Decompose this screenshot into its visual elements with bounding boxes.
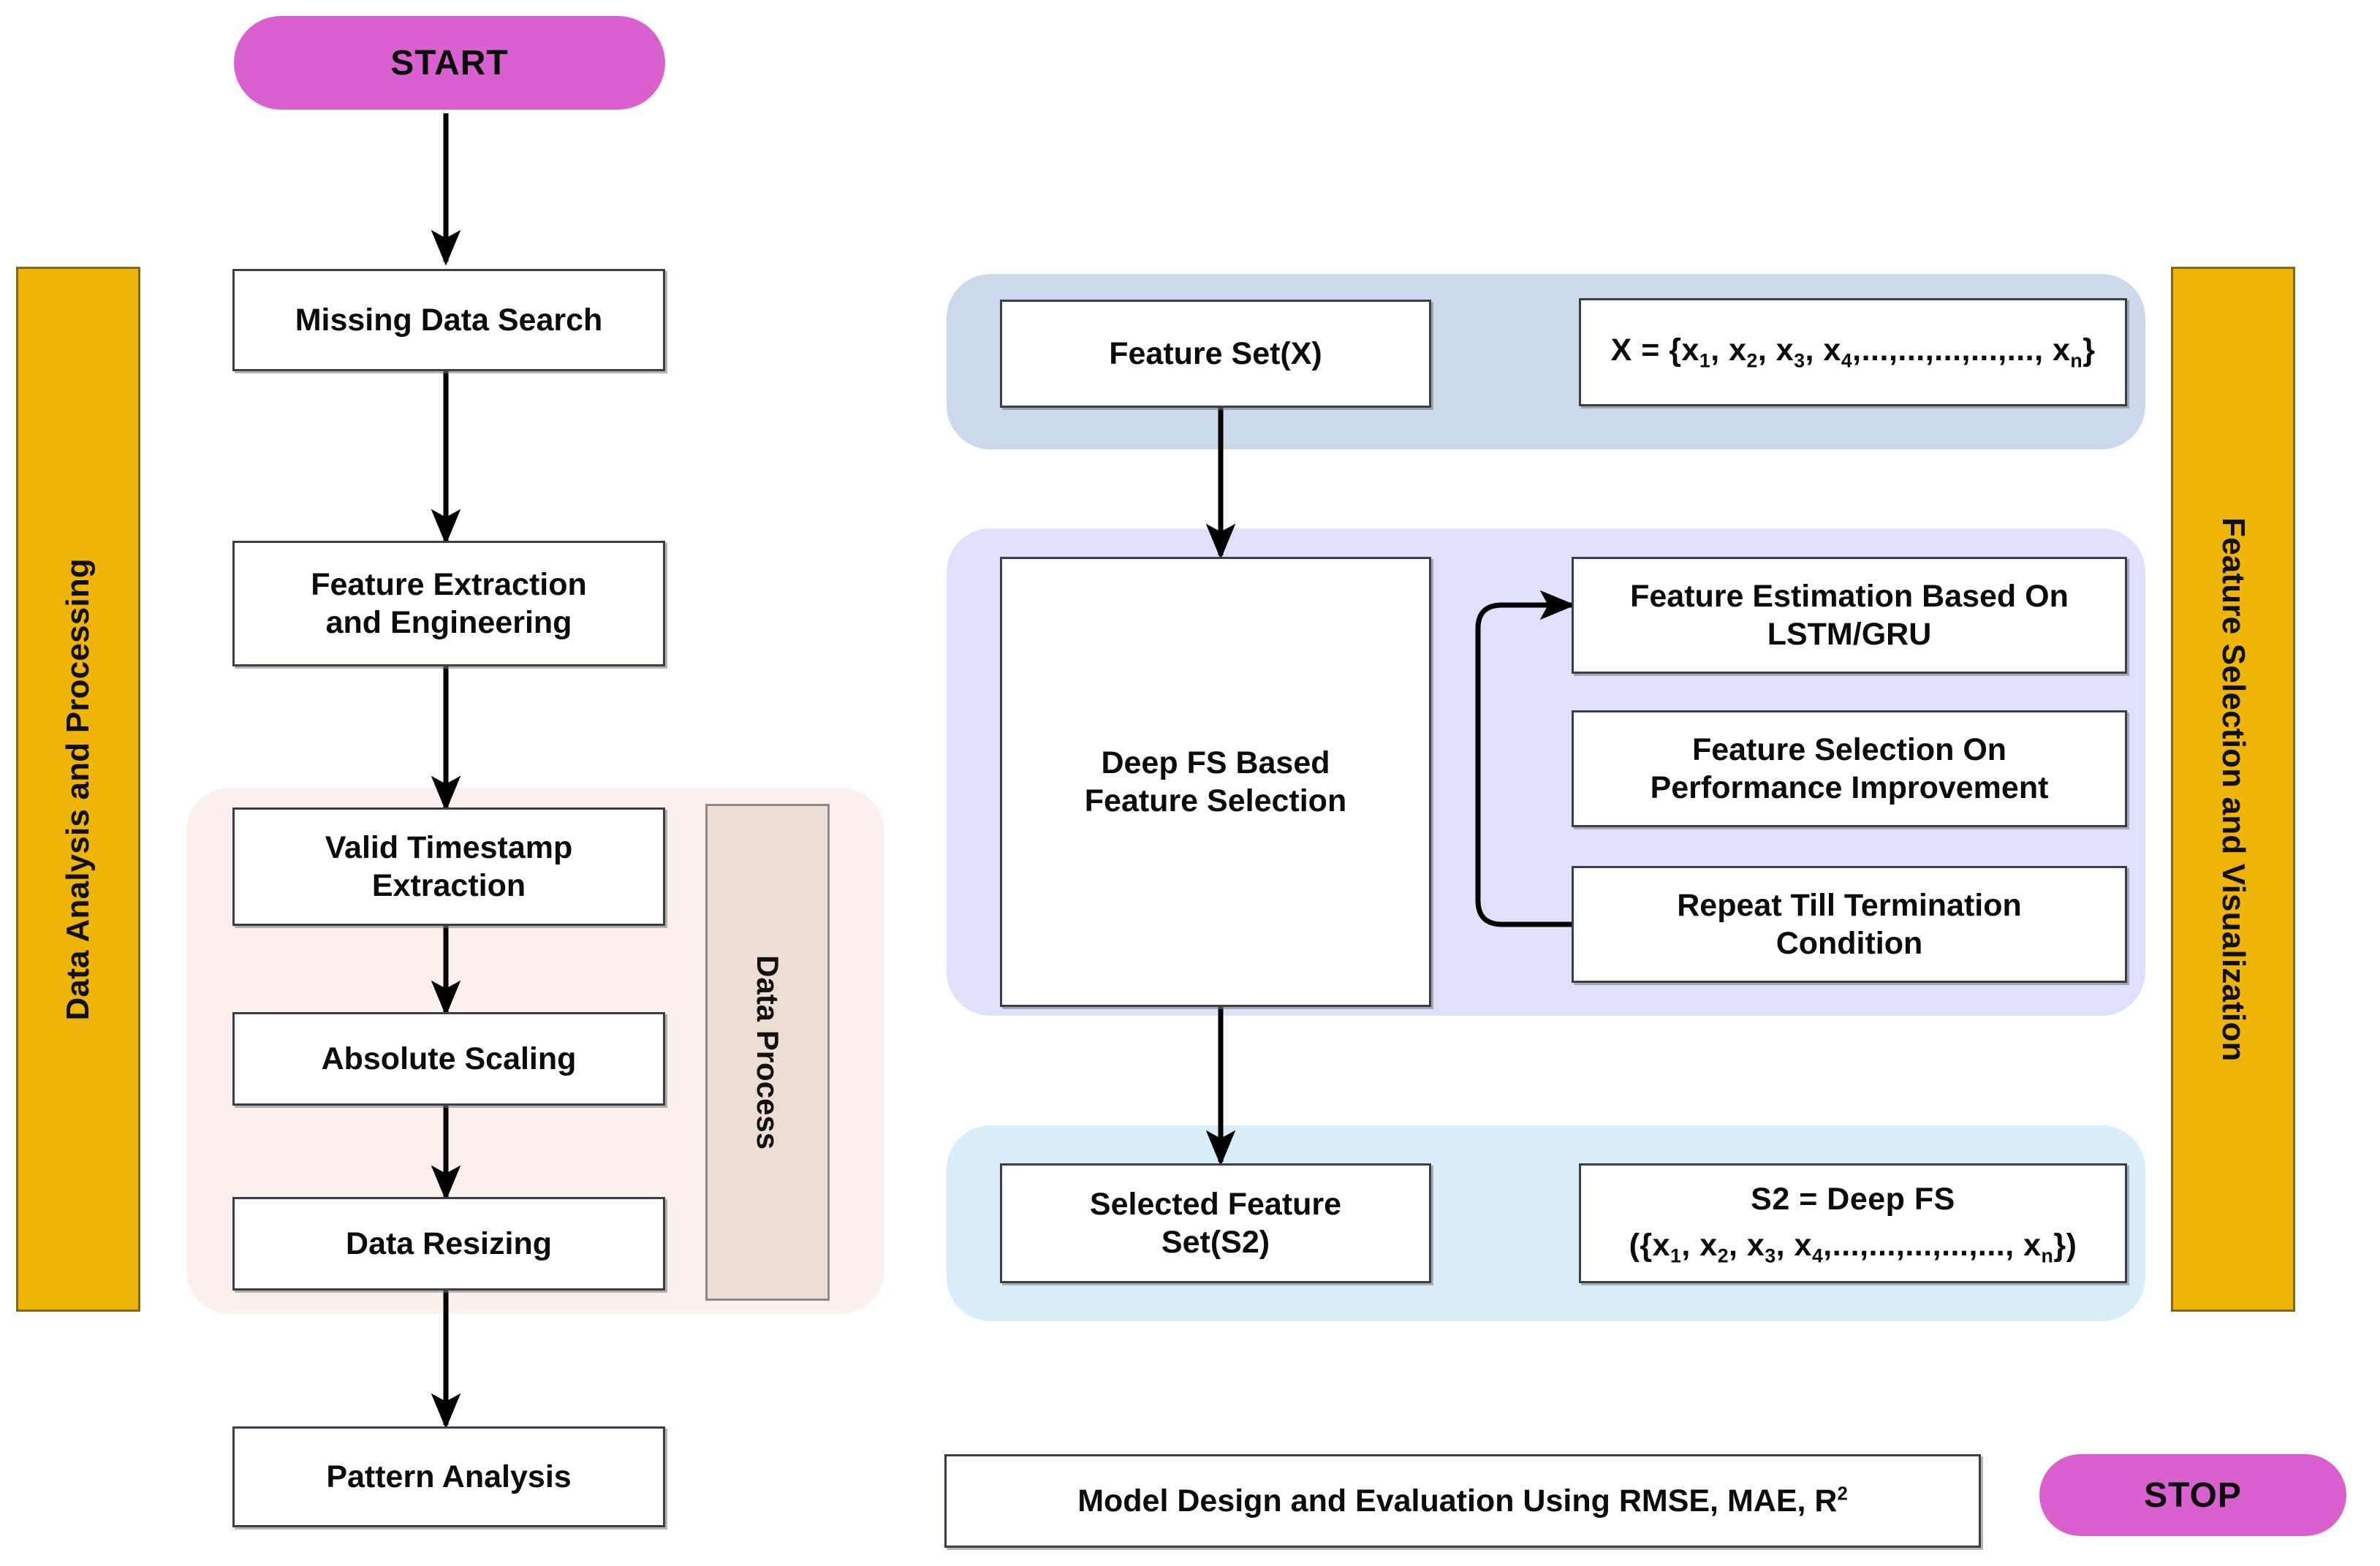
box-feature-extraction[interactable]: Feature Extraction and Engineering: [232, 541, 665, 666]
formula-x-prefix: X = {x: [1610, 332, 1699, 368]
model-eval-superscript: 2: [1837, 1483, 1848, 1505]
box-deep-fs-line1: Deep FS Based: [1101, 745, 1330, 780]
formula-s2-sub3: 3: [1765, 1244, 1776, 1267]
formula-x-suffix: }: [2082, 332, 2096, 368]
formula-x-sub2: 2: [1746, 350, 1758, 373]
stop-terminator[interactable]: STOP: [2039, 1454, 2346, 1536]
formula-x-sub1: 1: [1699, 350, 1711, 373]
box-deep-fs[interactable]: Deep FS Based Feature Selection: [1000, 557, 1431, 1007]
box-feature-set-formula: X = {x1, x2, x3, x4,...,...,...,...,...,…: [1579, 298, 2127, 406]
stop-label: STOP: [2144, 1475, 2242, 1515]
formula-s2-prefix: ({x: [1629, 1227, 1671, 1263]
formula-x-t2: , x: [1757, 332, 1795, 368]
formula-s2-t2: , x: [1729, 1227, 1765, 1263]
box-feature-selection-performance[interactable]: Feature Selection On Performance Improve…: [1572, 710, 2127, 827]
box-feature-estimation[interactable]: Feature Estimation Based On LSTM/GRU: [1572, 557, 2127, 674]
sub-bar-data-process-label: Data Process: [751, 954, 785, 1150]
box-repeat-till-termination-line2: Condition: [1775, 926, 1923, 961]
start-label: START: [390, 43, 509, 83]
box-feature-extraction-line2: and Engineering: [325, 605, 572, 640]
box-feature-selection-performance-line1: Feature Selection On: [1691, 731, 2007, 767]
box-feature-estimation-line2: LSTM/GRU: [1767, 617, 1932, 652]
formula-s2-sub1: 1: [1670, 1244, 1682, 1267]
box-valid-timestamp-extraction[interactable]: Valid Timestamp Extraction: [232, 807, 665, 926]
formula-s2-line1: S2 = Deep FS: [1751, 1182, 1955, 1217]
box-model-design-evaluation[interactable]: Model Design and Evaluation Using RMSE, …: [944, 1454, 1981, 1548]
phase-bar-data-analysis-label: Data Analysis and Processing: [60, 558, 96, 1021]
box-data-resizing[interactable]: Data Resizing: [232, 1197, 665, 1291]
formula-x-t3: , x: [1805, 332, 1841, 368]
box-selected-feature-formula: S2 = Deep FS({x1, x2, x3, x4,...,...,...…: [1579, 1163, 2127, 1283]
formula-s2-sub4: 4: [1811, 1244, 1824, 1267]
formula-s2-sub2: 2: [1717, 1244, 1729, 1267]
formula-x-subn: n: [2070, 350, 2083, 373]
box-valid-timestamp-line2: Extraction: [371, 868, 526, 903]
formula-x-t1: , x: [1710, 332, 1747, 368]
box-feature-extraction-line1: Feature Extraction: [311, 566, 587, 602]
box-repeat-till-termination-line1: Repeat Till Termination: [1677, 887, 2022, 923]
box-feature-set-x-label: Feature Set(X): [1109, 335, 1322, 371]
box-deep-fs-line2: Feature Selection: [1084, 783, 1347, 818]
box-feature-estimation-line1: Feature Estimation Based On: [1630, 578, 2069, 614]
phase-bar-feature-selection-label: Feature Selection and Visualization: [2216, 517, 2251, 1062]
box-pattern-analysis-label: Pattern Analysis: [326, 1459, 572, 1494]
box-feature-selection-performance-line2: Performance Improvement: [1650, 770, 2049, 805]
formula-s2-t1: , x: [1681, 1227, 1718, 1263]
box-selected-feature-set-line2: Set(S2): [1161, 1225, 1270, 1260]
box-valid-timestamp-line1: Valid Timestamp: [325, 829, 573, 865]
box-repeat-till-termination[interactable]: Repeat Till Termination Condition: [1572, 866, 2127, 983]
formula-x-sub3: 3: [1794, 350, 1805, 373]
box-missing-data-search-label: Missing Data Search: [295, 302, 603, 338]
model-eval-prefix: Model Design and Evaluation Using RMSE, …: [1077, 1483, 1838, 1519]
box-selected-feature-set[interactable]: Selected Feature Set(S2): [1000, 1163, 1431, 1283]
phase-bar-data-analysis: Data Analysis and Processing: [16, 267, 140, 1312]
formula-x-ellipsis: ,...,...,...,...,..., x: [1852, 332, 2071, 368]
box-absolute-scaling[interactable]: Absolute Scaling: [232, 1012, 665, 1106]
box-data-resizing-label: Data Resizing: [346, 1225, 552, 1261]
formula-x-sub4: 4: [1841, 350, 1853, 373]
box-pattern-analysis[interactable]: Pattern Analysis: [232, 1426, 665, 1527]
sub-bar-data-process: Data Process: [705, 804, 830, 1301]
formula-s2-t3: , x: [1775, 1227, 1812, 1263]
box-feature-set-x[interactable]: Feature Set(X): [1000, 300, 1431, 408]
formula-s2-subn: n: [2041, 1244, 2054, 1267]
box-missing-data-search[interactable]: Missing Data Search: [232, 269, 665, 371]
phase-bar-feature-selection: Feature Selection and Visualization: [2171, 267, 2295, 1312]
start-terminator[interactable]: START: [234, 16, 665, 110]
box-absolute-scaling-label: Absolute Scaling: [321, 1041, 577, 1076]
formula-s2-suffix: }): [2053, 1227, 2077, 1263]
formula-s2-ellipsis: ,...,...,...,...,..., x: [1823, 1227, 2042, 1263]
box-selected-feature-set-line1: Selected Feature: [1089, 1186, 1342, 1222]
